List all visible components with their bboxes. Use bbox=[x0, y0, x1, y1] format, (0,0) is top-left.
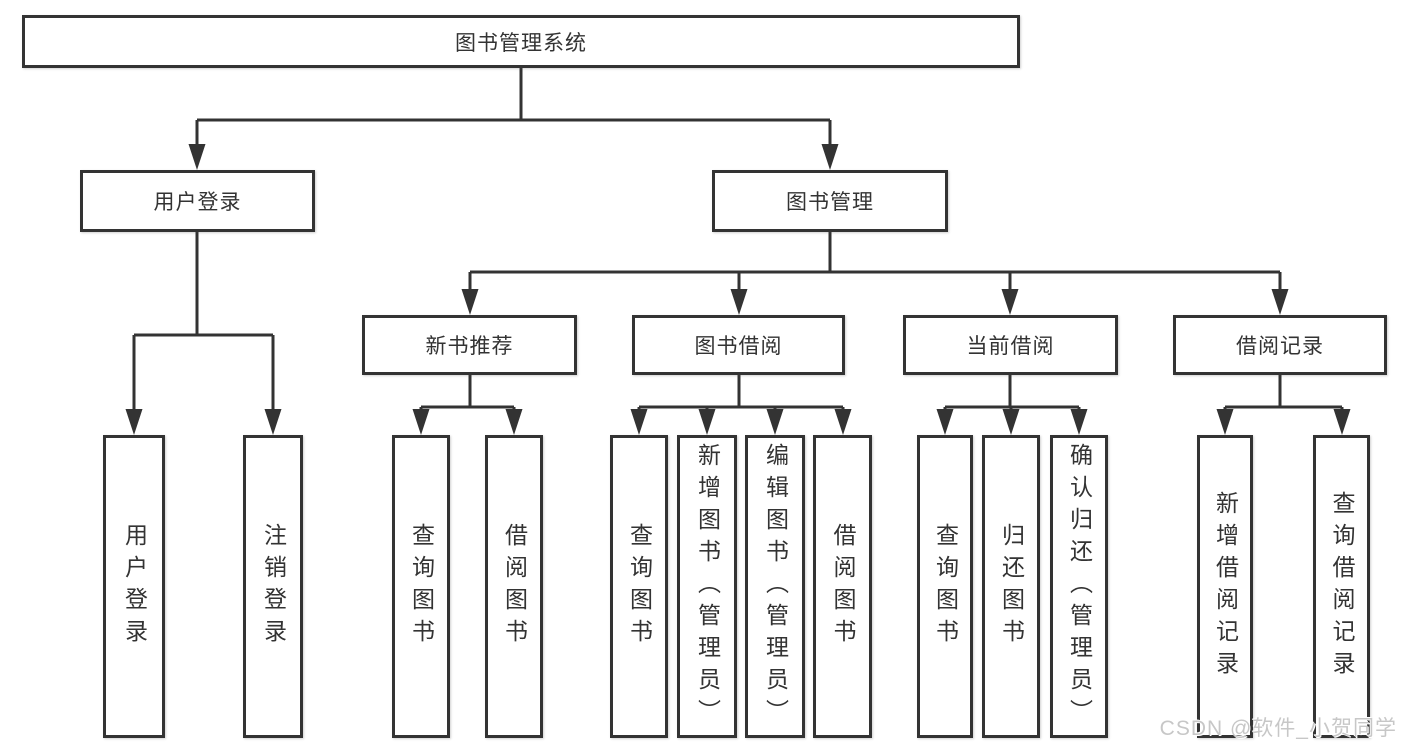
node-label: 查询图书 bbox=[932, 522, 959, 651]
node-label: 图书借阅 bbox=[694, 335, 783, 358]
node-label: 图书管理 bbox=[786, 191, 874, 214]
arrowhead-icons bbox=[125, 144, 1351, 435]
leaf-borrow-books-borrow: 借阅图书 bbox=[813, 435, 872, 738]
leaf-query-borrow-record: 查询借阅记录 bbox=[1313, 435, 1370, 738]
node-label: 编辑图书（管理员） bbox=[762, 442, 789, 731]
node-label: 借阅图书 bbox=[830, 522, 856, 651]
leaf-query-books-current: 查询图书 bbox=[917, 435, 973, 738]
node-label: 当前借阅 bbox=[966, 335, 1055, 358]
leaf-confirm-return-admin: 确认归还（管理员） bbox=[1050, 435, 1108, 738]
node-borrow-records: 借阅记录 bbox=[1173, 315, 1387, 375]
leaf-logout: 注销登录 bbox=[243, 435, 303, 738]
node-label: 借阅图书 bbox=[501, 522, 528, 651]
node-label: 确认归还（管理员） bbox=[1066, 442, 1093, 731]
node-new-book-recommend: 新书推荐 bbox=[362, 315, 577, 375]
node-book-management: 图书管理 bbox=[712, 170, 948, 232]
node-label: 图书管理系统 bbox=[455, 31, 587, 55]
leaf-return-books: 归还图书 bbox=[982, 435, 1040, 738]
node-label: 查询图书 bbox=[626, 522, 653, 651]
leaf-add-borrow-record: 新增借阅记录 bbox=[1197, 435, 1253, 738]
node-label: 查询图书 bbox=[408, 522, 435, 651]
node-label: 注销登录 bbox=[260, 522, 287, 651]
node-label: 新增图书（管理员） bbox=[694, 442, 721, 731]
node-root-system: 图书管理系统 bbox=[22, 15, 1020, 68]
node-label: 新增借阅记录 bbox=[1212, 490, 1239, 683]
leaf-borrow-books-recommend: 借阅图书 bbox=[485, 435, 543, 738]
leaf-query-books-recommend: 查询图书 bbox=[392, 435, 450, 738]
watermark: CSDN @软件_小贺同学 bbox=[1159, 717, 1397, 740]
node-label: 用户登录 bbox=[121, 522, 148, 651]
node-label: 借阅记录 bbox=[1236, 335, 1324, 358]
node-book-borrow: 图书借阅 bbox=[632, 315, 845, 375]
node-label: 归还图书 bbox=[998, 522, 1025, 651]
leaf-edit-book-admin: 编辑图书（管理员） bbox=[745, 435, 805, 738]
node-label: 新书推荐 bbox=[425, 335, 514, 358]
node-label: 查询借阅记录 bbox=[1329, 490, 1355, 683]
leaf-user-login: 用户登录 bbox=[103, 435, 165, 738]
node-user-login: 用户登录 bbox=[80, 170, 315, 232]
node-label: 用户登录 bbox=[153, 191, 242, 214]
leaf-query-books-borrow: 查询图书 bbox=[610, 435, 668, 738]
node-current-borrow: 当前借阅 bbox=[903, 315, 1118, 375]
leaf-add-book-admin: 新增图书（管理员） bbox=[677, 435, 737, 738]
